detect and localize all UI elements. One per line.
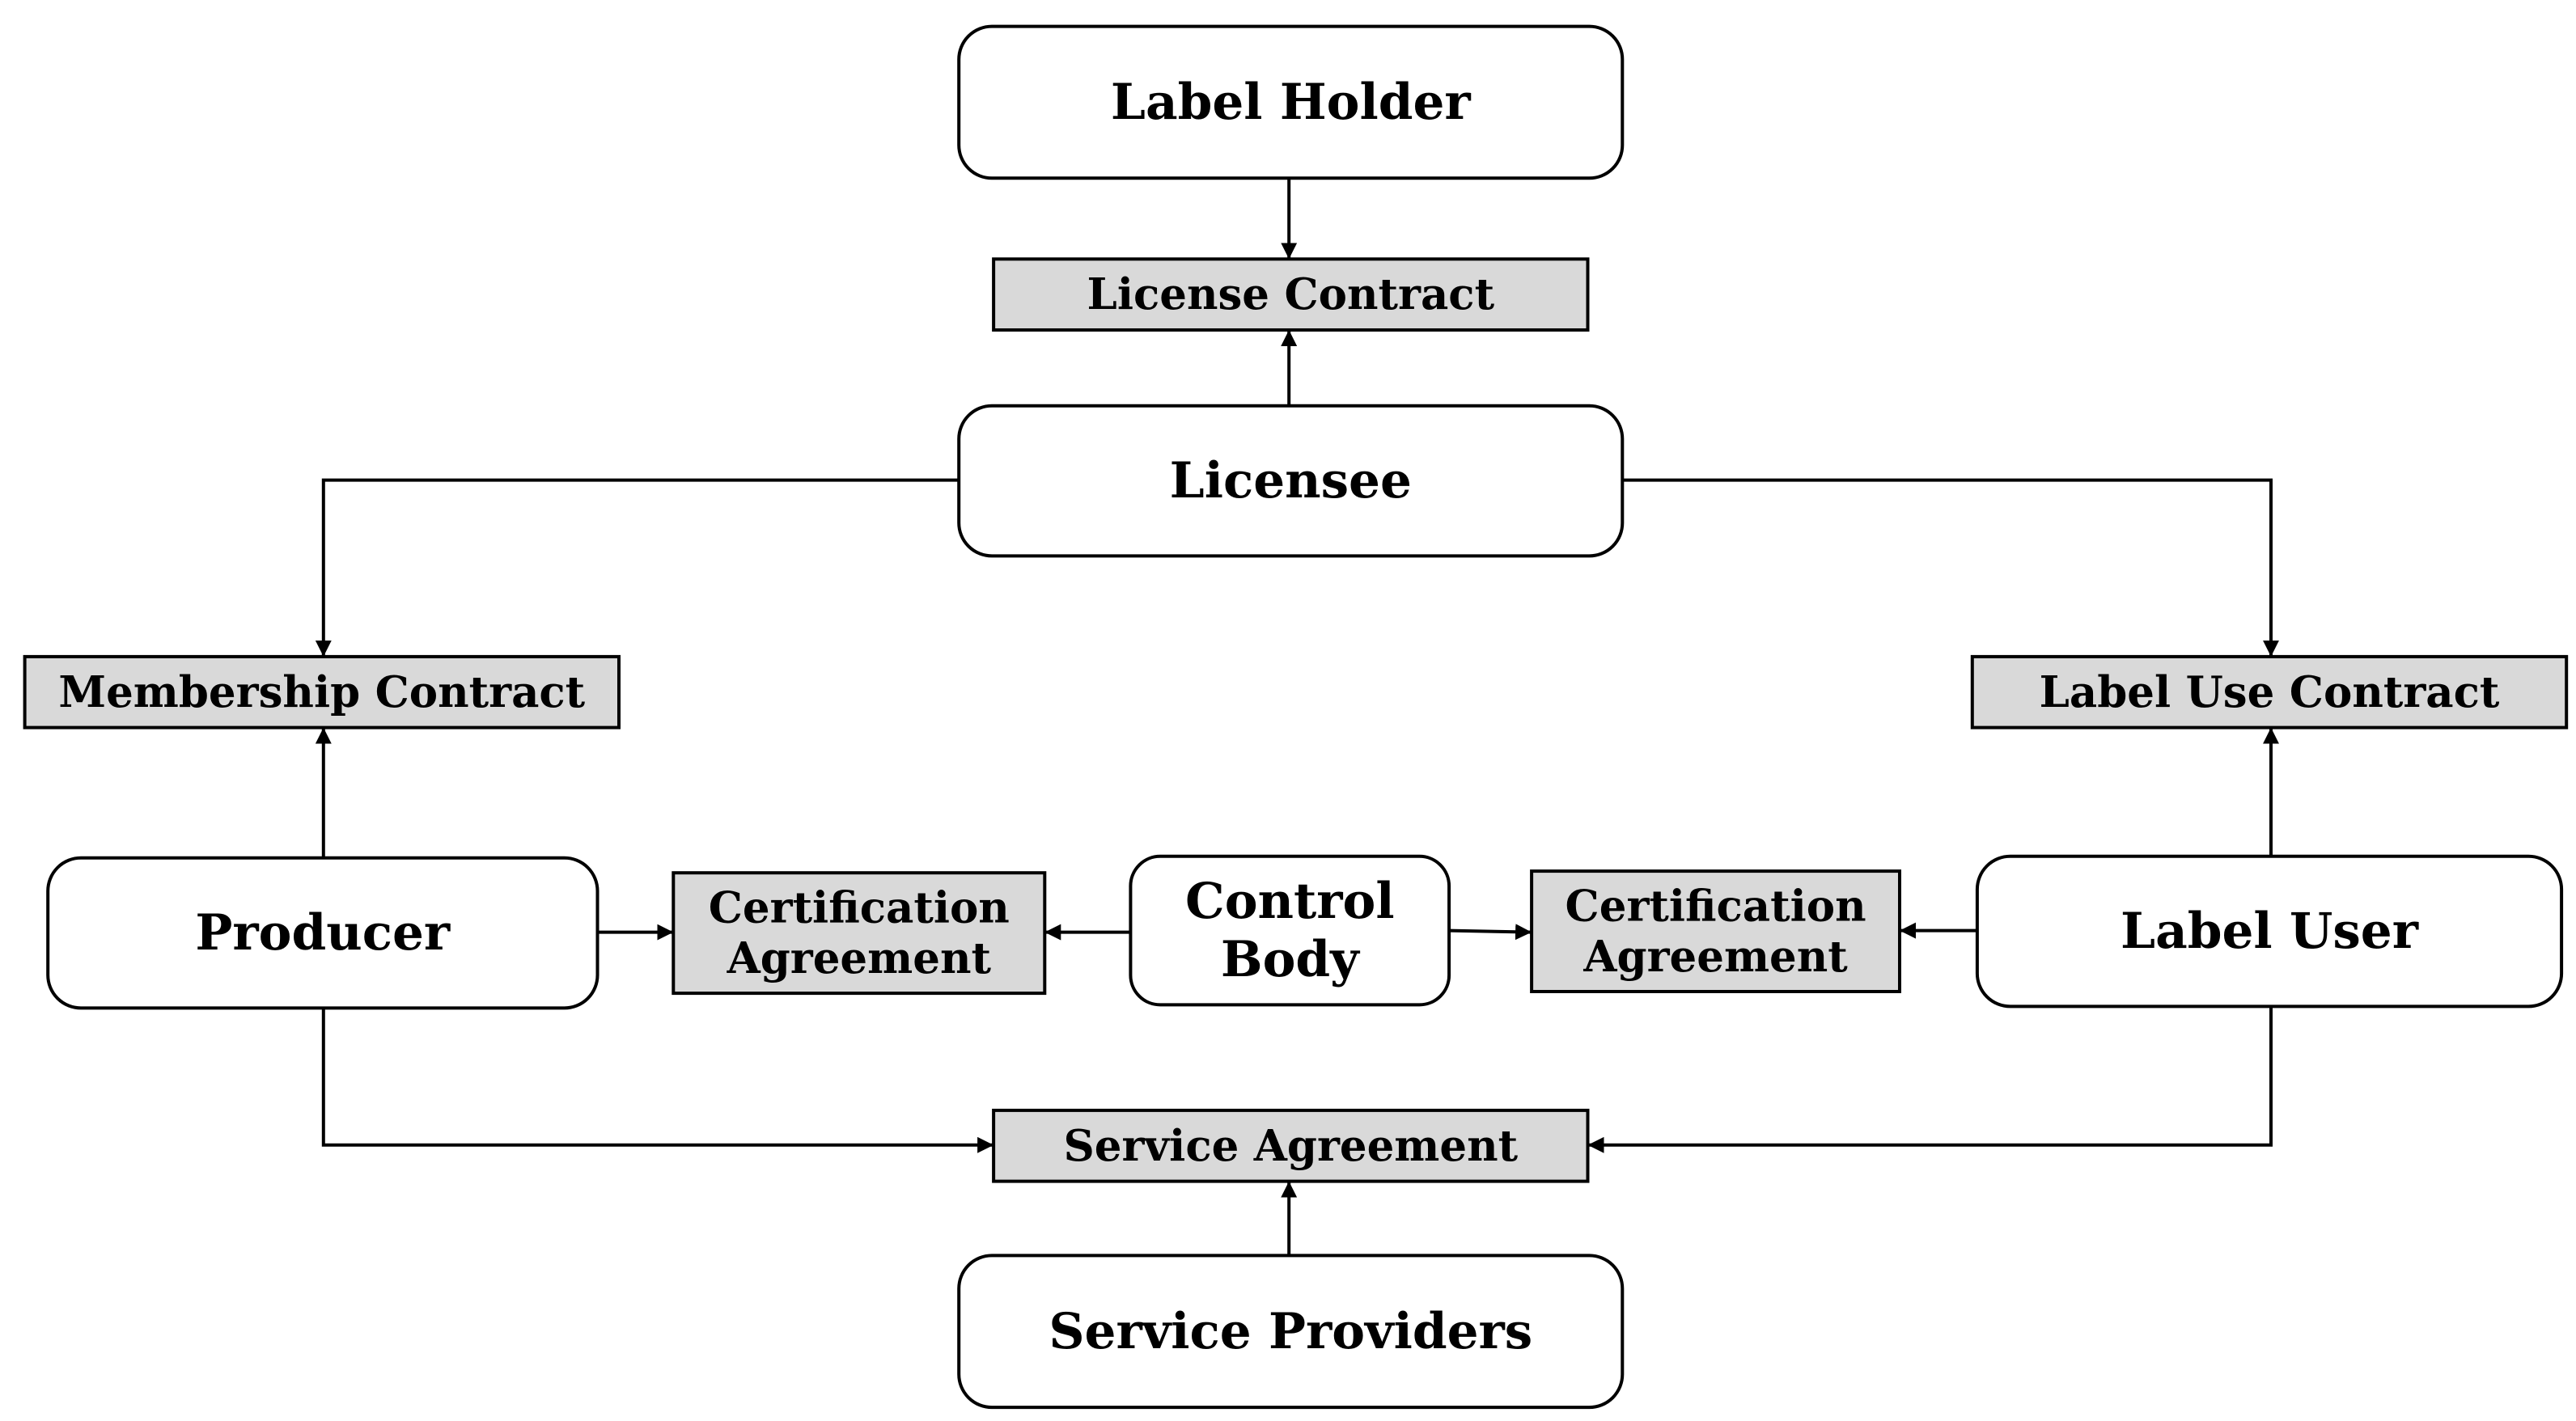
certification-agreement-left-shape xyxy=(672,871,1047,996)
party-box-label-holder: Label Holder xyxy=(957,24,1625,180)
label-user-label: Label User xyxy=(2121,903,2419,960)
label-user-shape xyxy=(1975,854,2564,1009)
license-contract-shape xyxy=(992,257,1590,332)
certification-agreement-right-shape xyxy=(1530,869,1901,993)
service-providers-shape xyxy=(957,1254,1625,1410)
producer-label: Producer xyxy=(195,904,451,962)
licensee-label: Licensee xyxy=(1170,452,1412,510)
connector-label-user-to-service-agreement xyxy=(1587,1006,2273,1153)
contract-box-service-agreement: Service Agreement xyxy=(992,1108,1590,1183)
membership-contract-shape xyxy=(23,654,621,730)
service-agreement-shape xyxy=(992,1108,1590,1183)
connector-producer-to-service-agreement xyxy=(321,1008,994,1153)
connector-licensee-to-label-use-contract xyxy=(1622,478,2279,657)
control-body-label-line-1: Control xyxy=(1185,873,1395,930)
contract-box-membership-contract: Membership Contract xyxy=(23,654,621,730)
control-body-label-line-2: Body xyxy=(1221,931,1361,988)
certification-agreement-left-label-line-1: Certification xyxy=(709,882,1010,933)
service-agreement-label: Service Agreement xyxy=(1063,1121,1518,1171)
license-contract-label: License Contract xyxy=(1087,269,1495,319)
party-box-label-user: Label User xyxy=(1975,854,2564,1009)
connector-control-body-to-certification-agreement-right xyxy=(1449,924,1532,941)
producer-shape xyxy=(46,856,600,1010)
service-providers-label: Service Providers xyxy=(1049,1303,1532,1360)
licensee-shape xyxy=(957,404,1625,558)
certification-agreement-right-label-line-1: Certification xyxy=(1566,881,1866,931)
label-holder-label: Label Holder xyxy=(1111,74,1472,131)
connectors xyxy=(315,178,2279,1256)
label-use-contract-shape xyxy=(1970,654,2569,730)
certification-agreement-right-label-line-2: Agreement xyxy=(1582,932,1848,982)
party-box-licensee: Licensee xyxy=(957,404,1625,558)
membership-contract-label: Membership Contract xyxy=(58,667,585,717)
connector-licensee-to-membership-contract xyxy=(315,478,960,657)
control-body-shape xyxy=(1129,854,1451,1007)
contract-box-label-use-contract: Label Use Contract xyxy=(1970,654,2569,730)
label-use-contract-label: Label Use Contract xyxy=(2040,667,2500,717)
certification-agreement-left-label-line-2: Agreement xyxy=(727,933,992,983)
label-holder-shape xyxy=(957,24,1625,180)
party-box-producer: Producer xyxy=(46,856,600,1010)
party-box-service-providers: Service Providers xyxy=(957,1254,1625,1410)
contract-box-license-contract: License Contract xyxy=(992,257,1590,332)
